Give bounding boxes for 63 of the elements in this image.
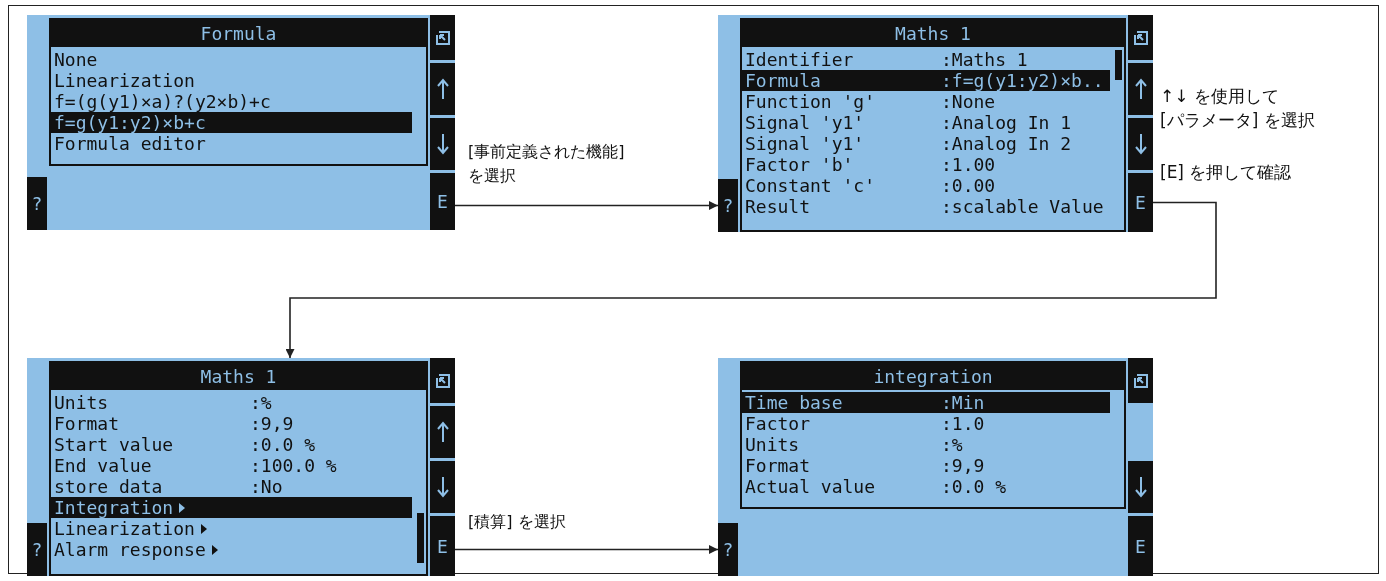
menu-item: Linearization — [54, 70, 195, 91]
screen-title: Maths 1 — [51, 363, 426, 390]
parameter-label: Format — [745, 455, 811, 476]
menu-item: Alarm response — [54, 539, 206, 560]
parameter-value: :Min — [941, 392, 985, 413]
parameter-value: :9,9 — [250, 413, 294, 434]
parameter-label: Factor 'b' — [745, 154, 854, 175]
screen-title: Maths 1 — [742, 20, 1124, 47]
parameter-value: :0.00 — [941, 175, 996, 196]
key-button: ? — [718, 523, 738, 576]
parameter-label: End value — [54, 455, 152, 476]
arrow — [454, 545, 719, 554]
key-button: ? — [27, 177, 47, 230]
parameter-value: :% — [250, 392, 272, 413]
parameter-label: Result — [745, 196, 811, 217]
parameter-value: :scalable Value — [941, 196, 1104, 217]
arrow — [454, 201, 719, 210]
parameter-value: :Analog In 2 — [941, 133, 1072, 154]
instruction-text: ↑↓ を使用して [パラメータ] を選択 — [1160, 85, 1316, 132]
screen-title: Formula — [51, 20, 426, 47]
key-button: E — [1128, 173, 1153, 232]
parameter-label: Format — [54, 413, 120, 434]
parameter-value: :100.0 % — [250, 455, 337, 476]
parameter-label: Identifier — [745, 49, 854, 70]
parameter-value: :No — [250, 476, 283, 497]
parameter-value: :0.0 % — [250, 434, 316, 455]
screen-title: integration — [742, 363, 1124, 390]
parameter-label: Start value — [54, 434, 174, 455]
parameter-label: Actual value — [745, 476, 876, 497]
parameter-value: :Maths 1 — [941, 49, 1028, 70]
parameter-label: Units — [54, 392, 109, 413]
menu-item: Integration — [54, 497, 174, 518]
parameter-label: Signal 'y1' — [745, 133, 865, 154]
key-button: E — [430, 173, 455, 230]
parameter-value: :% — [941, 434, 963, 455]
display-screen — [718, 358, 1153, 576]
parameter-value: :None — [941, 91, 996, 112]
menu-item: Linearization — [54, 518, 195, 539]
parameter-value: :f=g(y1:y2)×b.. — [941, 70, 1104, 91]
key-button: E — [1128, 516, 1153, 576]
menu-item: f=(g(y1)×a)?(y2×b)+c — [54, 91, 271, 112]
parameter-value: :1.00 — [941, 154, 996, 175]
key-button: ? — [27, 523, 47, 576]
menu-item: f=g(y1:y2)×b+c — [54, 112, 206, 133]
parameter-label: Factor — [745, 413, 811, 434]
instruction-text: [E] を押して確認 — [1160, 161, 1293, 184]
display-screen — [27, 15, 455, 230]
parameter-label: Constant 'c' — [745, 175, 876, 196]
parameter-label: Signal 'y1' — [745, 112, 865, 133]
key-button: ? — [718, 179, 738, 232]
menu-item: None — [54, 49, 98, 70]
parameter-value: :1.0 — [941, 413, 985, 434]
key-button: E — [430, 516, 455, 576]
parameter-label: store data — [54, 476, 163, 497]
parameter-value: :0.0 % — [941, 476, 1007, 497]
arrow — [285, 201, 1217, 359]
parameter-value: :9,9 — [941, 455, 985, 476]
parameter-label: Formula — [745, 70, 821, 91]
parameter-label: Time base — [745, 392, 843, 413]
menu-item: Formula editor — [54, 133, 206, 154]
parameter-label: Function 'g' — [745, 91, 876, 112]
parameter-label: Units — [745, 434, 800, 455]
parameter-value: :Analog In 1 — [941, 112, 1072, 133]
